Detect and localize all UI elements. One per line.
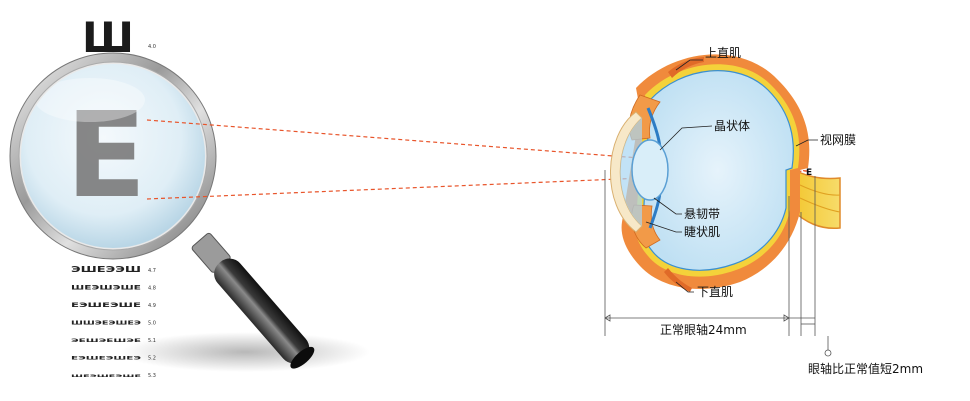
chart-row-symbols: ШЕЭШЭШЕ <box>71 284 141 292</box>
retina <box>641 70 794 271</box>
retina-image-letter: E <box>806 168 812 178</box>
eyeball: E <box>610 54 841 292</box>
chart-top-value: 4.0 <box>148 44 156 50</box>
label-retina: 视网膜 <box>820 132 856 147</box>
label-short-axis: 眼轴比正常值短2mm <box>808 361 923 376</box>
chart-row-value: 4.9 <box>148 303 156 309</box>
magnifier-handle <box>191 232 315 369</box>
chart-row-symbols: ЕЭШЕЭШЕЭ <box>71 356 141 361</box>
chart-row-symbols: ЭЕШЭЕШЭЕ <box>71 338 141 344</box>
inferior-rectus-muscle <box>664 268 692 292</box>
leader-lines <box>645 59 818 293</box>
chart-row-value: 4.8 <box>148 286 156 292</box>
label-superior-rectus: 上直肌 <box>705 46 741 60</box>
label-normal-axis: 正常眼轴24mm <box>660 322 747 337</box>
chart-row-value: 5.3 <box>148 373 156 379</box>
light-rays <box>146 119 809 200</box>
magnified-letter: E <box>66 86 147 224</box>
chart-row-value: 5.0 <box>148 321 156 327</box>
chart-row-symbols: ШЕЭШЕЭШЕ <box>71 373 142 378</box>
magnifier-shadow <box>120 332 370 372</box>
chart-row-symbols: ЭШЕЭЭШ <box>71 265 141 274</box>
label-ciliary-muscle: 睫状肌 <box>684 225 720 239</box>
label-zonule: 悬韧带 <box>684 207 720 221</box>
chart-row-symbols: ЕЭШЕЭШЕ <box>71 303 141 309</box>
chart-row-symbols: ШШЭЕЭШЕЭ <box>71 321 141 327</box>
superior-rectus-muscle <box>668 57 704 78</box>
lens <box>631 139 669 201</box>
dimension-marker <box>824 349 832 357</box>
dimension-lines <box>604 170 829 350</box>
label-inferior-rectus: 下直肌 <box>697 285 733 299</box>
label-lens: 晶状体 <box>714 119 750 133</box>
chart-row-value: 4.7 <box>148 268 156 274</box>
magnifier: E <box>9 52 217 260</box>
